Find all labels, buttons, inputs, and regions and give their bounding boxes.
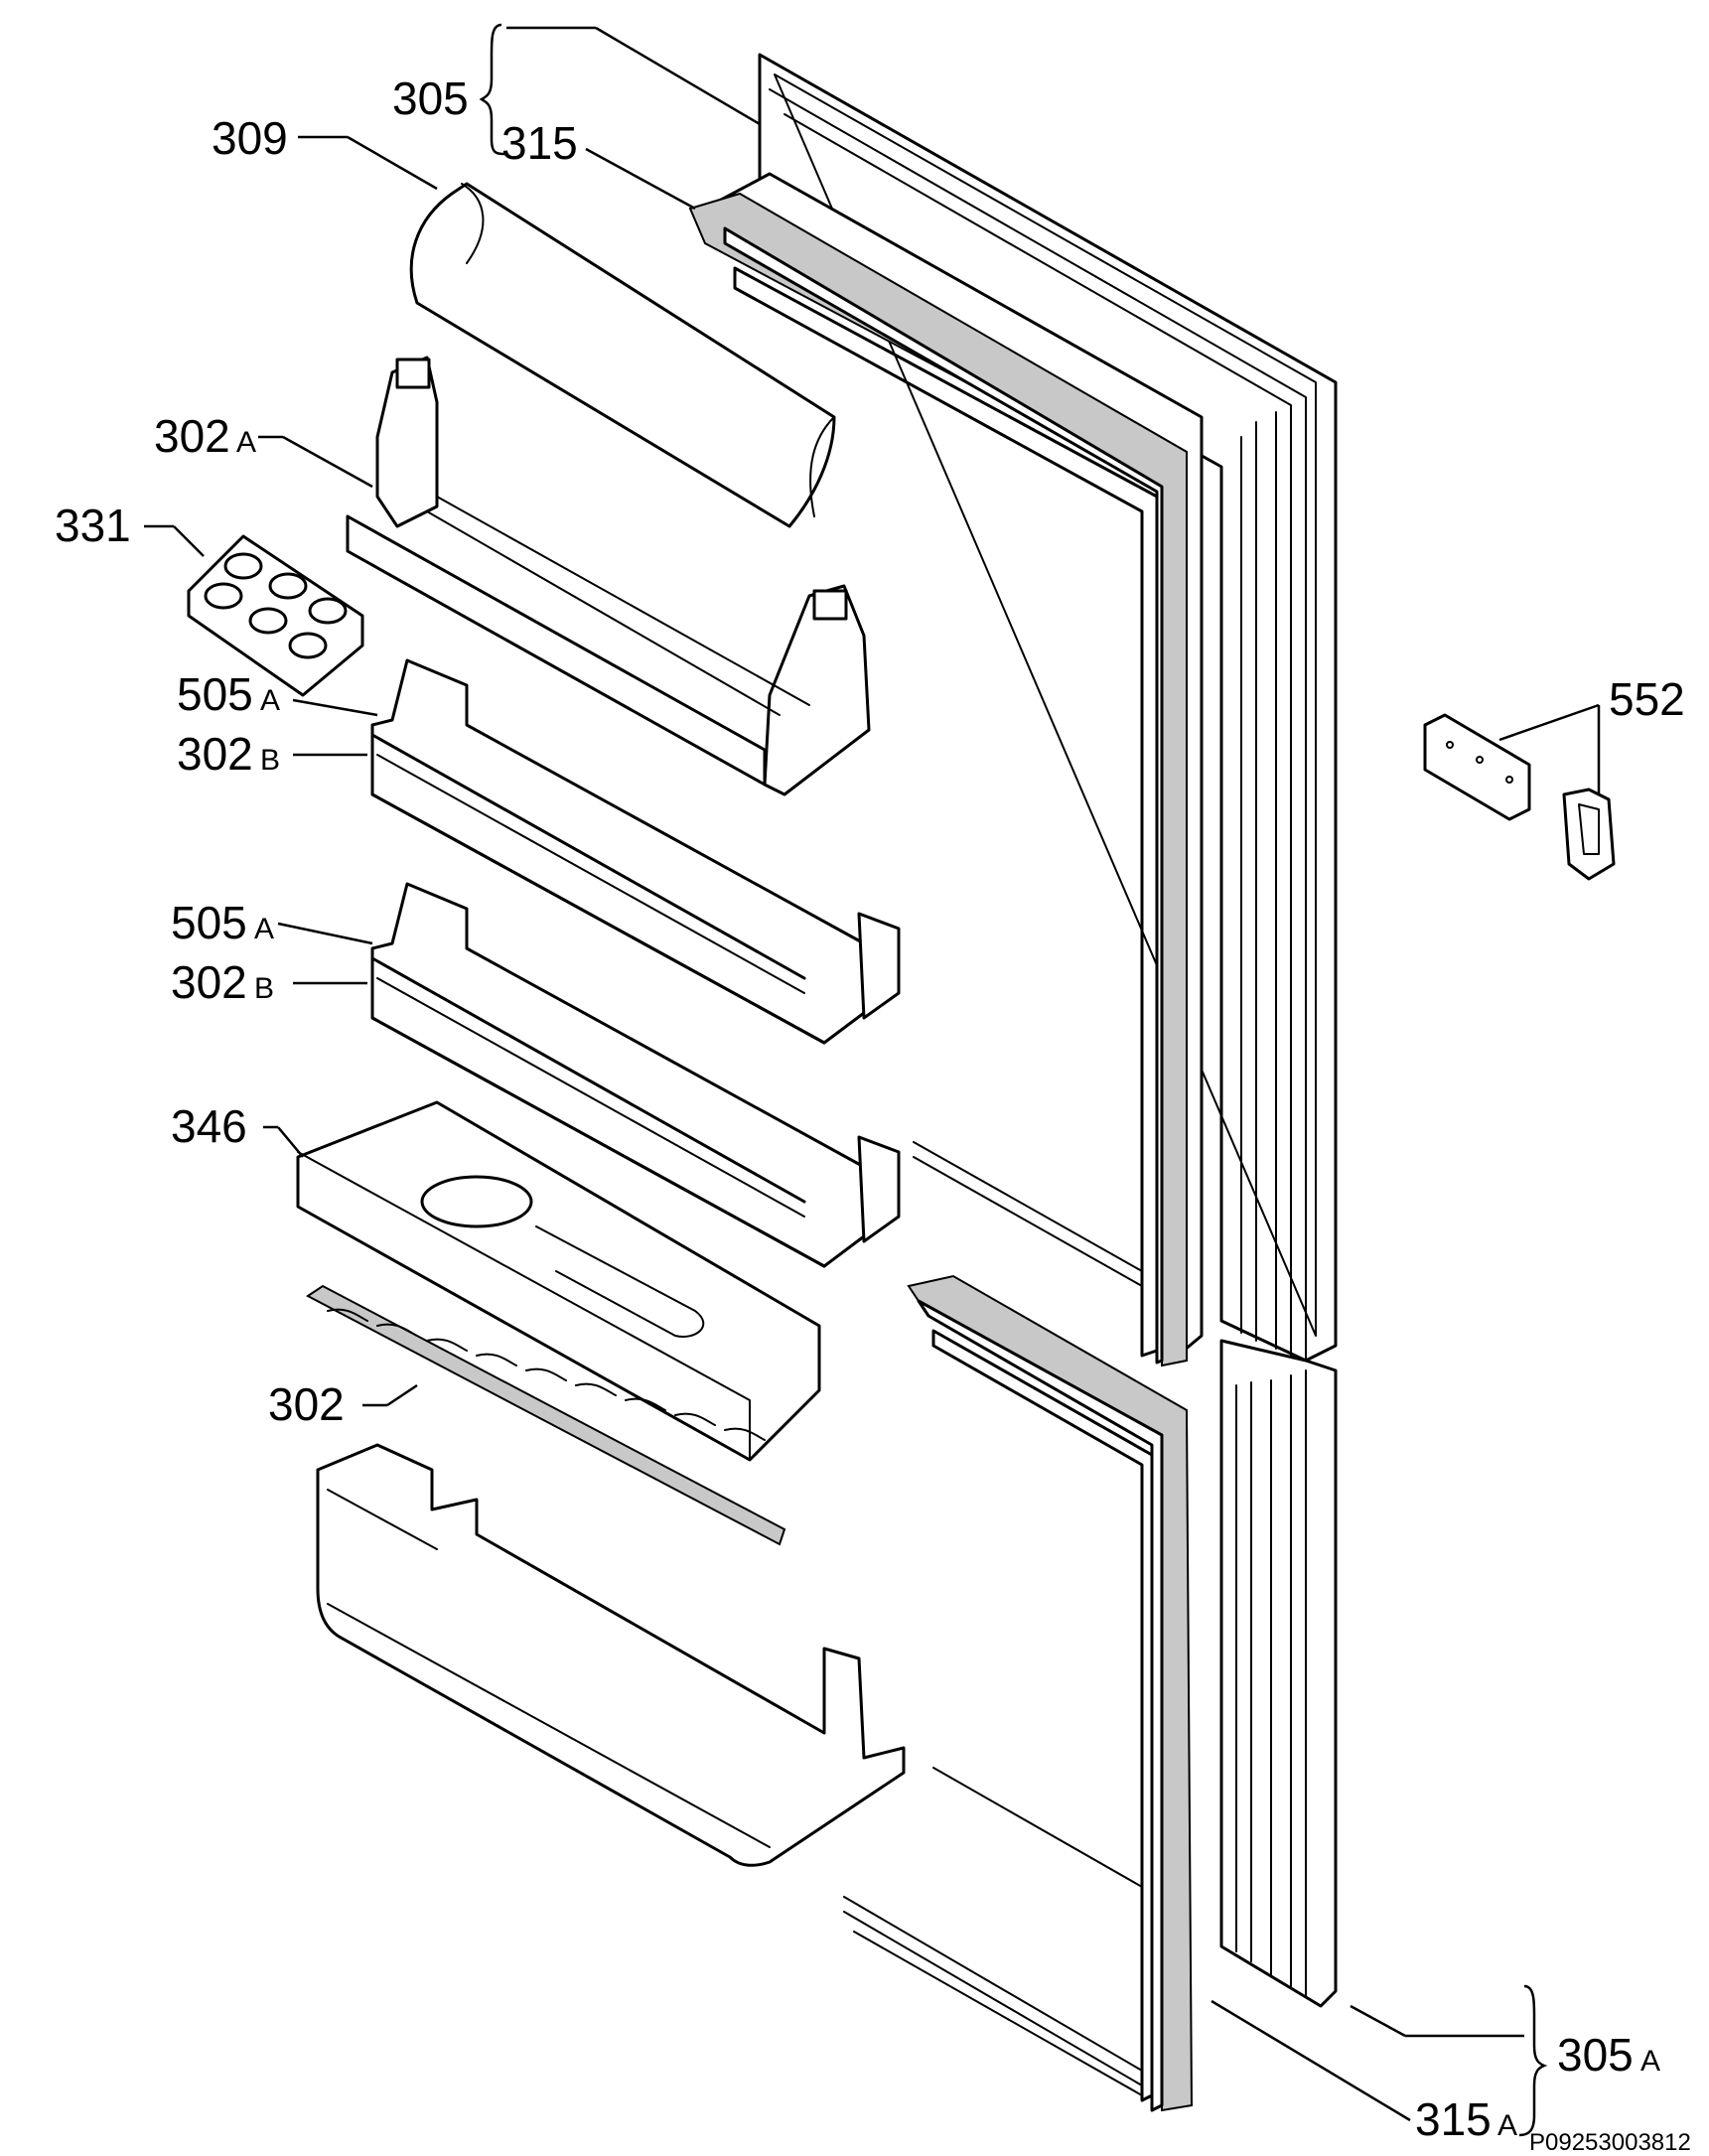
- label-305a-suffix: A: [1640, 2045, 1660, 2078]
- label-552: 552: [1609, 673, 1685, 725]
- upper-door-gasket: [688, 192, 1188, 1367]
- label-302b-lower: 302: [171, 956, 247, 1008]
- label-302b-upper-suffix: B: [260, 744, 280, 777]
- label-302a-top: 302: [154, 410, 230, 462]
- leader-lines: [144, 23, 1601, 2137]
- bottom-bottle-shelf: [316, 1443, 906, 1867]
- label-305: 305: [392, 72, 469, 124]
- label-302a-top-suffix: A: [236, 426, 256, 459]
- label-315a: 315: [1415, 2093, 1492, 2145]
- document-id: P09253003812: [1529, 2129, 1691, 2156]
- bottle-retainer-bar: [306, 1284, 786, 1546]
- label-505a-upper: 505: [177, 668, 253, 720]
- door-shelf-302b-upper: [370, 658, 901, 1045]
- label-302: 302: [268, 1378, 345, 1430]
- butter-compartment: [296, 1100, 821, 1462]
- label-302b-lower-suffix: B: [254, 972, 274, 1005]
- label-315a-suffix: A: [1497, 2109, 1517, 2142]
- label-302b-upper: 302: [177, 728, 253, 780]
- label-505a-lower-suffix: A: [254, 913, 274, 945]
- lower-door-panel: [1219, 1339, 1338, 2008]
- part-labels: 305 315 309 302 A 331 505 A 302 B 505 A …: [55, 72, 1691, 2156]
- label-305a: 305: [1557, 2029, 1634, 2081]
- egg-tray: [187, 534, 364, 697]
- hinge-brackets: [1423, 713, 1616, 881]
- dairy-compartment-flap: [409, 182, 836, 528]
- door-shelf-302b-lower: [370, 882, 901, 1268]
- label-331: 331: [55, 500, 131, 551]
- label-315: 315: [501, 117, 578, 169]
- label-505a-lower: 505: [171, 897, 247, 948]
- door-shelf-302a: [346, 356, 871, 796]
- label-309: 309: [212, 112, 288, 164]
- label-505a-upper-suffix: A: [260, 684, 280, 717]
- lower-door-gasket: [843, 1274, 1194, 2112]
- label-346: 346: [171, 1100, 247, 1152]
